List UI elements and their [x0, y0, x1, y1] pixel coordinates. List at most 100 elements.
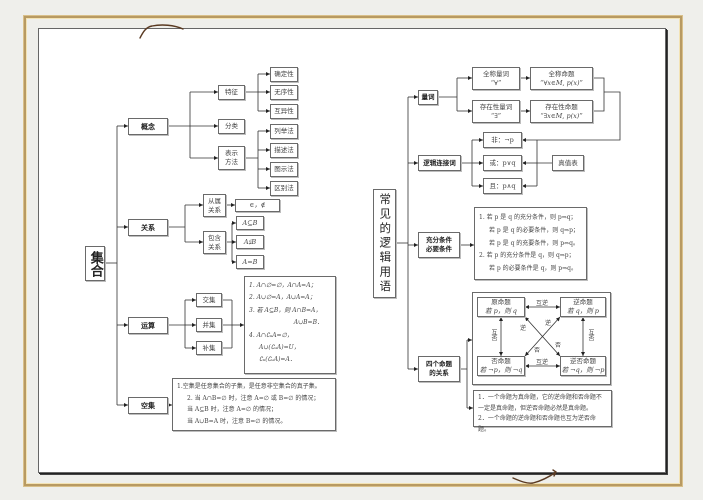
leaf-representation-method: 描述法	[270, 143, 298, 158]
formula-line: 3. 若 A⊆B，则 A∩B=A，	[249, 306, 322, 314]
leaf-feature-label: 确定性	[274, 70, 294, 79]
connective-or: 或：p∨q	[483, 155, 522, 171]
leaf-operation-label: 交集	[202, 295, 216, 304]
decorative-gold-frame	[24, 16, 682, 486]
universal-quantifier: 全称量词 “∀”	[472, 67, 520, 90]
node-operation-label: 运算	[141, 320, 155, 330]
existential-proposition-formula: “∃x∈M, p(x)”	[540, 111, 583, 120]
converse-proposition-label: 逆命题	[573, 298, 593, 307]
label-converse: 逆	[545, 320, 552, 327]
existential-quantifier-label: 存在性量词	[479, 102, 513, 111]
inverse-proposition-label: 否命题	[491, 357, 511, 366]
root-node-logic-terms: 常见的逻辑用语	[373, 189, 396, 298]
leaf-method-label: 描述法	[274, 146, 294, 155]
converse-proposition-form: 若 q，则 p	[567, 307, 599, 315]
formula-line: A∪(∁ᵤA)=U，	[259, 344, 300, 352]
leaf-operation: 补集	[196, 341, 222, 355]
leaf-feature: 互异性	[270, 104, 298, 119]
node-representation: 表示 方法	[218, 146, 245, 170]
contrapositive-proposition-label: 逆否命题	[570, 357, 596, 366]
label-mutual-negation: 互否	[587, 329, 594, 341]
leaf-representation-method: 图示法	[270, 162, 298, 177]
leaf-inclusion: A⫋B	[236, 235, 264, 249]
universal-quantifier-symbol: “∀”	[490, 78, 502, 87]
existential-quantifier-symbol: “∃”	[490, 111, 502, 120]
node-membership: 从属 关系	[203, 194, 226, 217]
node-quantifiers-label: 量词	[421, 93, 435, 102]
leaf-method-label: 列举法	[274, 127, 294, 136]
leaf-feature: 无序性	[270, 85, 298, 100]
leaf-inclusion-label: A⊆B	[242, 218, 258, 227]
operation-formulas-box: 1. A∩∅=∅，A∩A=A； 2. A∪∅=A，A∪A=A； 3. 若 A⊆B…	[244, 276, 336, 374]
formula-line: ∁ᵤ(∁ᵤA)=A．	[259, 356, 296, 364]
node-conditions-label: 充分条件	[426, 236, 452, 245]
node-representation-label: 表示	[225, 149, 238, 158]
converse-proposition: 逆命题 若 q，则 p	[560, 297, 606, 317]
leaf-inclusion: A=B	[236, 255, 264, 269]
universal-proposition-formula: “∀x∈M, p(x)”	[540, 78, 583, 87]
node-four-propositions-label: 四个命题	[426, 360, 452, 369]
leaf-method-label: 图示法	[274, 165, 294, 174]
root-node-sets: 集合	[85, 246, 105, 281]
truth-table-label: 真值表	[558, 158, 578, 167]
condition-rule: 2. 若 p 的充分条件是 q，则 q⇒p；	[479, 252, 575, 260]
universal-quantifier-label: 全称量词	[483, 69, 509, 78]
node-features: 特征	[218, 85, 245, 100]
leaf-inclusion-label: A⫋B	[243, 237, 257, 246]
four-propositions-note: 1．一个命题为真命题，它的逆命题和否命题不一定是真命题，但逆否命题必然是真命题。	[478, 394, 602, 412]
universal-proposition-label: 全称命题	[548, 69, 575, 78]
node-relation: 关系	[128, 219, 168, 236]
connective-label: 非：¬p	[491, 135, 514, 144]
label-converse: 逆	[520, 325, 527, 332]
node-concept-label: 概念	[141, 121, 155, 131]
leaf-method-label: 区别法	[274, 184, 294, 193]
membership-symbols-label: ∈，∉	[249, 201, 266, 210]
existential-proposition: 存在性命题 “∃x∈M, p(x)”	[530, 100, 593, 123]
formula-line: 1. A∩∅=∅，A∩A=A；	[249, 282, 317, 289]
empty-set-note: 1.空集是任意集合的子集，是任意非空集合的真子集。	[177, 383, 321, 390]
leaf-representation-method: 区别法	[270, 181, 298, 196]
node-inclusion: 包含 关系	[203, 231, 226, 254]
condition-rule: 若 p 是 q 的充要条件，则 p⇔q。	[489, 239, 579, 247]
connective-label: 且：p∧q	[489, 181, 516, 190]
leaf-operation-label: 补集	[202, 343, 216, 352]
leaf-inclusion-label: A=B	[242, 257, 258, 266]
node-empty-set-label: 空集	[141, 400, 155, 410]
leaf-operation-label: 并集	[202, 320, 216, 329]
existential-proposition-label: 存在性命题	[545, 102, 578, 111]
node-membership-label: 关系	[208, 205, 221, 214]
node-inclusion-label: 关系	[208, 242, 221, 251]
node-representation-label: 方法	[225, 158, 238, 166]
original-proposition-label: 原命题	[491, 298, 511, 307]
connective-label: 或：p∨q	[489, 158, 516, 167]
node-four-propositions: 四个命题 的关系	[418, 356, 460, 382]
label-mutual-negation: 互否	[490, 329, 497, 341]
node-operation: 运算	[128, 317, 168, 334]
connective-not: 非：¬p	[483, 132, 522, 148]
label-negation: 否	[534, 347, 541, 354]
leaf-operation: 并集	[196, 318, 222, 332]
node-classification-label: 分类	[225, 122, 238, 131]
formula-line: 2. A∪∅=A，A∪A=A；	[249, 294, 316, 302]
node-concept: 概念	[128, 118, 168, 135]
condition-rule: 若 p 是 q 的必要条件，则 q⇒p；	[489, 226, 579, 234]
leaf-feature-label: 无序性	[274, 88, 294, 97]
leaf-feature-label: 互异性	[274, 107, 294, 116]
leaf-feature: 确定性	[270, 67, 298, 82]
label-negation: 否	[555, 342, 562, 349]
empty-set-note: 当 A∪B=A 时，注意 B=∅ 的情况。	[187, 417, 287, 425]
connective-and: 且：p∧q	[483, 178, 522, 194]
node-features-label: 特征	[225, 88, 238, 97]
conditions-rules-box: 1. 若 p 是 q 的充分条件，则 p⇒q； 若 p 是 q 的必要条件，则 …	[474, 207, 587, 280]
node-conditions-label: 必要条件	[426, 245, 452, 253]
four-propositions-notes-box: 1．一个命题为真命题，它的逆命题和否命题不一定是真命题，但逆否命题必然是真命题。…	[473, 390, 612, 433]
inverse-proposition-form: 若 ¬p，则 ¬q	[479, 366, 523, 374]
node-conditions: 充分条件 必要条件	[418, 232, 460, 258]
root-node-sets-label: 集合	[87, 250, 103, 277]
root-node-logic-terms-label: 常见的逻辑用语	[378, 192, 393, 295]
node-classification: 分类	[218, 119, 245, 134]
four-propositions-note: 2．一个命题的逆命题和否命题也互为逆否命题。	[478, 415, 596, 433]
truth-table: 真值表	[552, 155, 584, 171]
condition-rule: 若 p 的必要条件是 q，则 p⇒q。	[489, 265, 578, 273]
node-relation-label: 关系	[141, 222, 155, 232]
